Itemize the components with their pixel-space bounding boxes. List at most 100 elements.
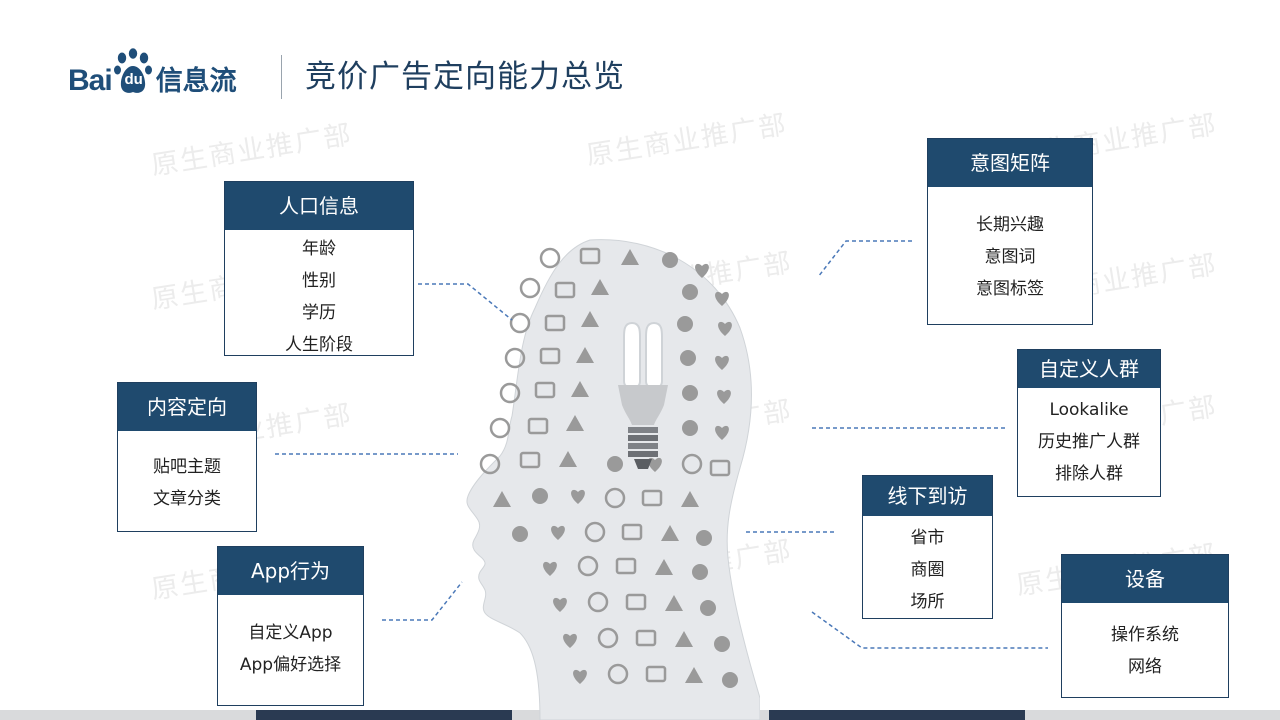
- info-icon: [715, 291, 729, 306]
- magnifier-icon: [597, 627, 619, 649]
- envelope-icon: [566, 415, 584, 431]
- headphones-icon: [539, 247, 561, 269]
- category-title: App行为: [218, 547, 363, 595]
- music-note-icon: [544, 314, 566, 332]
- lightbulb-icon: [682, 284, 698, 300]
- flag-icon: [509, 312, 531, 334]
- cd-icon: [685, 667, 703, 683]
- paw-icon: du: [113, 48, 153, 96]
- category-item: 操作系统: [1111, 625, 1179, 645]
- category-custom: 自定义人群 Lookalike 历史推广人群 排除人群: [1017, 349, 1161, 497]
- chart-icon: [665, 595, 683, 611]
- magnifier-icon: [715, 425, 729, 440]
- category-app: App行为 自定义App App偏好选择: [217, 546, 364, 706]
- cloud-icon: [607, 663, 629, 685]
- connector-demographics: [418, 283, 513, 321]
- category-item: 场所: [910, 592, 945, 612]
- umbrella-icon: [573, 669, 587, 684]
- lightbulb-icon: [618, 321, 668, 469]
- category-item: App偏好选择: [239, 655, 342, 675]
- umbrella-icon: [607, 456, 623, 472]
- category-title: 线下到访: [863, 476, 992, 516]
- apple-icon: [534, 381, 556, 399]
- cd-icon: [519, 277, 541, 299]
- camera-icon: [543, 561, 557, 576]
- category-device: 设备 操作系统 网络: [1061, 554, 1229, 698]
- clock-icon: [681, 453, 703, 475]
- keyboard-icon: [621, 523, 643, 541]
- category-item: 人生阶段: [285, 335, 353, 355]
- category-item: Lookalike: [1049, 400, 1129, 420]
- category-item: 年龄: [302, 239, 336, 259]
- logo-word: Bai: [68, 64, 113, 97]
- footer-bar: [769, 710, 1025, 720]
- logo-paw-text: du: [124, 71, 143, 88]
- category-intent: 意图矩阵 长期兴趣 意图词 意图标签: [927, 138, 1093, 325]
- camera-icon: [680, 350, 696, 366]
- category-item: 自定义App: [248, 623, 333, 643]
- apple-icon: [655, 559, 673, 575]
- bag-icon: [559, 451, 577, 467]
- runner-icon: [591, 279, 609, 295]
- people-icon: [718, 321, 732, 336]
- category-item: 贴吧主题: [153, 457, 221, 477]
- car-icon: [661, 525, 679, 541]
- umbrella-icon: [621, 249, 639, 265]
- plane-icon: [682, 420, 698, 436]
- category-item: 文章分类: [153, 489, 221, 509]
- globe-icon: [581, 311, 599, 327]
- category-title: 设备: [1062, 555, 1228, 603]
- chart-icon: [527, 417, 549, 435]
- baidu-feed-logo: Bai du 信息流: [68, 44, 237, 96]
- lock-icon: [625, 593, 647, 611]
- category-item: 意图标签: [976, 279, 1044, 299]
- category-item: 长期兴趣: [976, 215, 1044, 235]
- clock-icon: [695, 263, 709, 278]
- power-icon: [692, 564, 708, 580]
- keyboard-icon: [504, 347, 526, 369]
- house-icon: [479, 453, 501, 475]
- info-icon: [604, 487, 626, 509]
- book-icon: [499, 382, 521, 404]
- category-item: 性别: [302, 271, 336, 291]
- bag-icon: [579, 247, 601, 265]
- category-title: 自定义人群: [1018, 350, 1160, 388]
- flag-icon: [641, 489, 663, 507]
- connector-intent: [817, 240, 912, 278]
- envelope-icon: [700, 600, 716, 616]
- category-item: 历史推广人群: [1038, 432, 1140, 452]
- footer-bar: [1025, 710, 1280, 720]
- book-icon: [615, 557, 637, 575]
- gear-icon: [696, 530, 712, 546]
- power-icon: [571, 381, 589, 397]
- head-illustration: [466, 239, 760, 720]
- category-item: 商圈: [910, 560, 945, 580]
- runner-icon: [532, 488, 548, 504]
- category-item: 意图词: [984, 247, 1036, 267]
- header-divider: [281, 55, 282, 99]
- house-icon: [635, 629, 657, 647]
- clock-icon: [645, 665, 667, 683]
- footer-bar: [0, 710, 256, 720]
- category-item: 网络: [1128, 657, 1162, 677]
- music-note-icon: [681, 491, 699, 507]
- page-title: 竞价广告定向能力总览: [305, 59, 625, 95]
- cd-icon: [709, 459, 731, 477]
- lock-icon: [489, 417, 511, 439]
- basketball-icon: [587, 591, 609, 613]
- film-icon: [493, 491, 511, 507]
- tv-icon: [553, 597, 567, 612]
- category-title: 意图矩阵: [928, 139, 1092, 187]
- category-content: 内容定向 贴吧主题 文章分类: [117, 382, 257, 532]
- connector-device: [811, 611, 1048, 649]
- category-item: 省市: [910, 528, 945, 548]
- connector-app: [382, 581, 463, 621]
- heart-icon: [677, 316, 693, 332]
- lightbulb-icon: [571, 489, 585, 504]
- footer-bar: [256, 710, 512, 720]
- globe-icon: [512, 526, 528, 542]
- category-item: 排除人群: [1055, 464, 1123, 484]
- cloud-icon: [662, 252, 678, 268]
- phone-icon: [715, 355, 729, 370]
